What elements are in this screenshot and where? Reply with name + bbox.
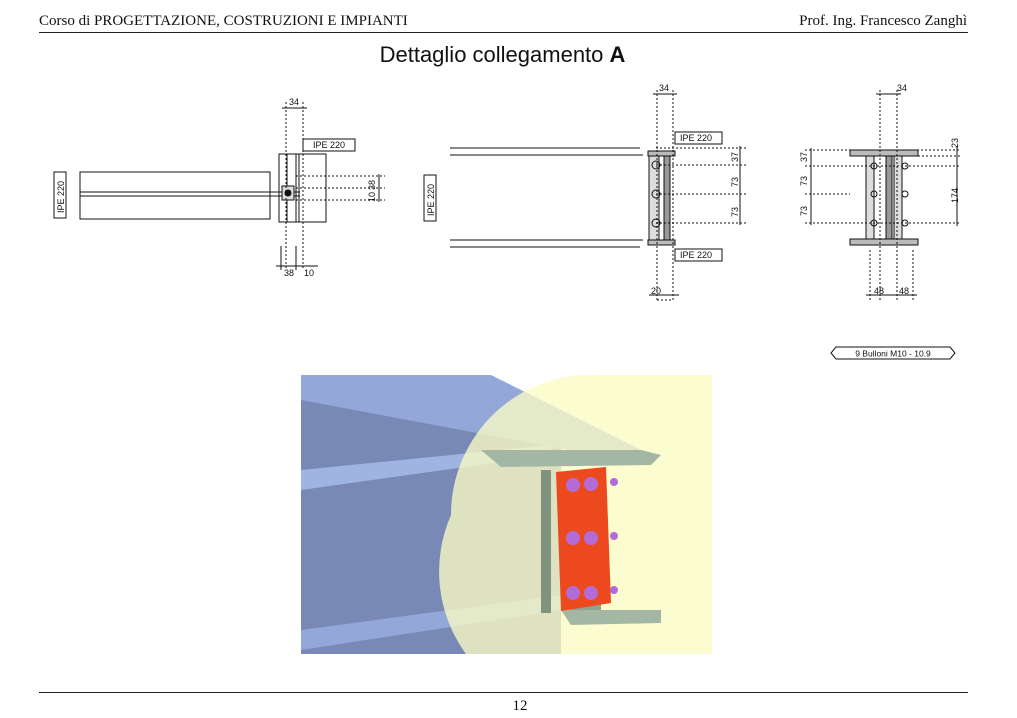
technical-drawings: 34 IPE 220 IPE 220 38 10 38 10 [53, 83, 960, 301]
end-plate [556, 467, 611, 611]
view3-dim-37: 37 [799, 152, 809, 162]
header-divider [39, 32, 968, 33]
bolts [566, 477, 618, 600]
view2-dim-73b: 73 [730, 207, 740, 217]
view1-labels: 34 IPE 220 IPE 220 38 10 38 10 [56, 97, 377, 278]
view2-dim-73a: 73 [730, 177, 740, 187]
view2-profile-bottom: IPE 220 [680, 250, 712, 260]
view3-dim-73a: 73 [799, 176, 809, 186]
view1-dim-top: 34 [289, 97, 299, 107]
view2-dim-37: 37 [730, 152, 740, 162]
title-prefix: Dettaglio collegamento [379, 42, 610, 67]
drawing-view-plan [423, 90, 746, 301]
view1-dim-bottom-38: 38 [284, 268, 294, 278]
column-web [541, 470, 551, 613]
view2-profile-top: IPE 220 [680, 133, 712, 143]
view3-dim-48b: 48 [899, 286, 909, 296]
view3-dim-73b: 73 [799, 206, 809, 216]
title-letter: A [609, 42, 626, 67]
view1-dim-side-38: 38 [367, 180, 377, 190]
view3-dim-23: 23 [950, 138, 960, 148]
page-number: 12 [512, 698, 528, 714]
column-top [481, 450, 661, 467]
view2-dim-top: 34 [659, 83, 669, 93]
connection-3d-render [301, 375, 712, 654]
view1-beam-label: IPE 220 [56, 181, 66, 213]
bolt-note-tag: 9 Bulloni M10 - 10.9 [830, 346, 956, 360]
view2-beam-label: IPE 220 [426, 184, 436, 216]
drawing-view-front [805, 90, 960, 300]
view3-dim-top: 34 [897, 83, 907, 93]
view1-profile-label: IPE 220 [313, 140, 345, 150]
view3-dim-48a: 48 [874, 286, 884, 296]
view2-dim-bottom: 20 [651, 286, 661, 296]
view1-dim-bottom-10: 10 [304, 268, 314, 278]
bolt-note-text: 9 Bulloni M10 - 10.9 [855, 349, 931, 359]
header-course: Corso di PROGETTAZIONE, COSTRUZIONI E IM… [39, 13, 408, 29]
column-bottom [561, 610, 661, 625]
view3-labels: 34 23 174 37 73 73 48 48 [799, 83, 960, 296]
page-title: Dettaglio collegamento A [0, 42, 1005, 68]
footer-divider [39, 692, 968, 693]
view1-dim-side-10: 10 [367, 192, 377, 202]
header-author: Prof. Ing. Francesco Zanghì [799, 13, 967, 29]
view2-labels: 34 IPE 220 IPE 220 IPE 220 37 73 73 20 [426, 83, 740, 296]
drawing-view-side [53, 102, 385, 270]
view3-dim-174: 174 [950, 188, 960, 203]
